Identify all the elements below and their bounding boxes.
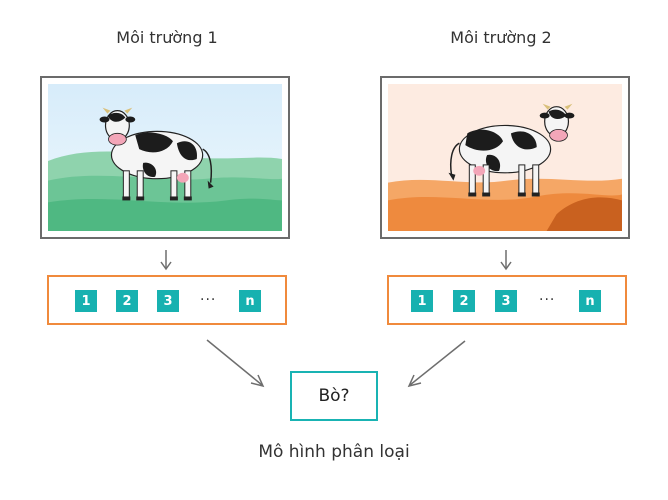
feature-ellipsis: ... <box>539 288 556 304</box>
feature-vector-2: 1 2 3 ... n <box>387 275 627 325</box>
feature-chip: 3 <box>495 290 517 312</box>
feature-chip: 2 <box>453 290 475 312</box>
feature-chip: n <box>239 290 261 312</box>
arrow-left-to-output-icon <box>206 339 265 388</box>
cow-2-icon <box>448 103 575 197</box>
feature-vector-1: 1 2 3 ... n <box>47 275 287 325</box>
environment-1-title: Môi trường 1 <box>116 28 218 47</box>
down-arrow-2-icon <box>500 250 512 271</box>
environment-1-image <box>40 76 290 239</box>
feature-chip: 2 <box>116 290 138 312</box>
feature-chip: 1 <box>411 290 433 312</box>
cow-1-icon <box>99 107 214 201</box>
classifier-output: Bò? <box>290 371 378 421</box>
feature-chip: 3 <box>157 290 179 312</box>
environment-2-image <box>380 76 630 239</box>
classifier-caption: Mô hình phân loại <box>258 442 410 462</box>
environment-2-title: Môi trường 2 <box>450 28 552 47</box>
feature-chip: 1 <box>75 290 97 312</box>
cow-meadow-picture <box>48 84 282 231</box>
cow-desert-picture <box>388 84 622 231</box>
arrow-right-to-output-icon <box>407 340 466 388</box>
down-arrow-1-icon <box>160 250 172 271</box>
feature-chip: n <box>579 290 601 312</box>
feature-ellipsis: ... <box>200 288 217 304</box>
